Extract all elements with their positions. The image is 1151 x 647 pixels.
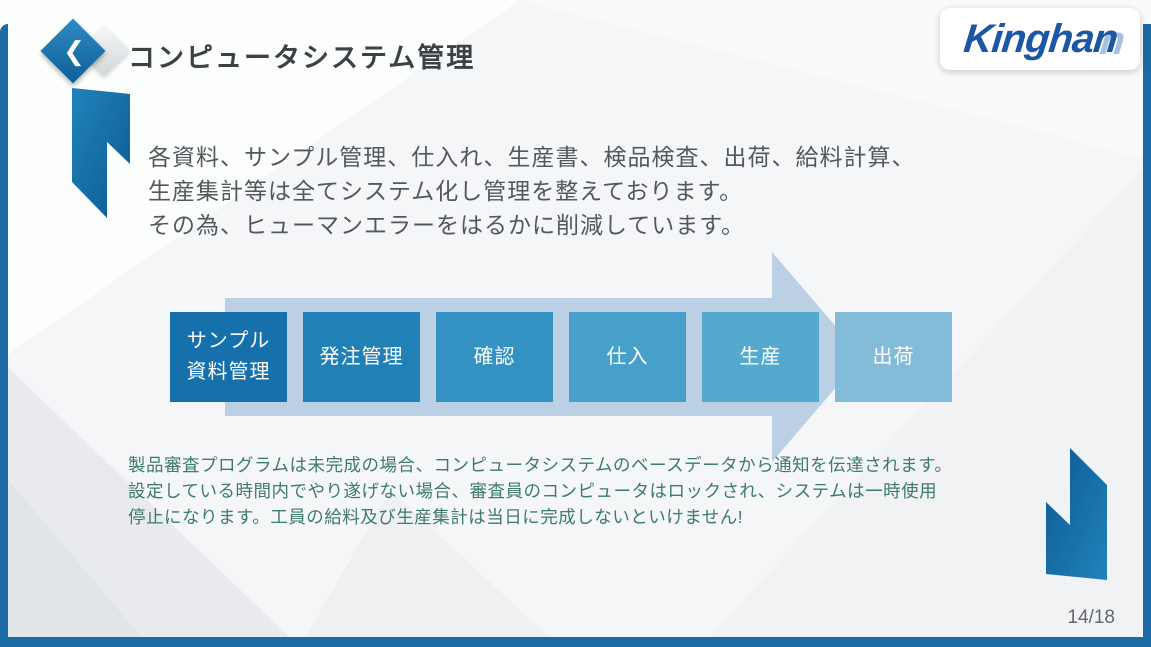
flow-steps: サンプル 資料管理 発注管理 確認 仕入 生産 出荷	[170, 312, 952, 402]
intro-line-2: 生産集計等は全てシステム化し管理を整えております。	[148, 178, 744, 204]
logo: n Kinghan	[940, 8, 1140, 70]
intro-line-3: その為、ヒューマンエラーをはるかに削減しています。	[148, 212, 746, 238]
ribbon-decoration-top-left	[72, 88, 130, 218]
chevron-left-icon: ❮	[63, 36, 85, 66]
page-number: 14/18	[1067, 607, 1115, 628]
slide-border-bottom	[0, 637, 1151, 647]
intro-line-1: 各資料、サンプル管理、仕入れ、生産書、検品検査、出荷、給料計算、	[148, 144, 916, 170]
flow-step-3: 確認	[436, 312, 553, 402]
note-paragraph: 製品審査プログラムは未完成の場合、コンピュータシステムのベースデータから通知を伝…	[128, 452, 952, 530]
ribbon-decoration-bottom-right	[1046, 448, 1107, 580]
slide-border-right	[1143, 24, 1151, 647]
flow-step-2: 発注管理	[303, 312, 420, 402]
page-title: コンピュータシステム管理	[128, 43, 476, 73]
flow-step-4: 仕入	[569, 312, 686, 402]
note-line-1: 製品審査プログラムは未完成の場合、コンピュータシステムのベースデータから通知を伝…	[128, 455, 953, 475]
slide-border-left	[0, 24, 8, 647]
note-line-2: 設定している時間内でやり遂げない場合、審査員のコンピュータはロックされ、システム…	[128, 481, 938, 501]
title-diamond-icon: ❮	[40, 18, 134, 86]
note-line-3: 停止になります。工員の給料及び生産集計は当日に完成しないといけません!	[128, 507, 744, 527]
flow-step-6: 出荷	[835, 312, 952, 402]
flow-step-1: サンプル 資料管理	[170, 312, 287, 402]
flow-step-5: 生産	[702, 312, 819, 402]
intro-paragraph: 各資料、サンプル管理、仕入れ、生産書、検品検査、出荷、給料計算、 生産集計等は全…	[148, 140, 916, 242]
